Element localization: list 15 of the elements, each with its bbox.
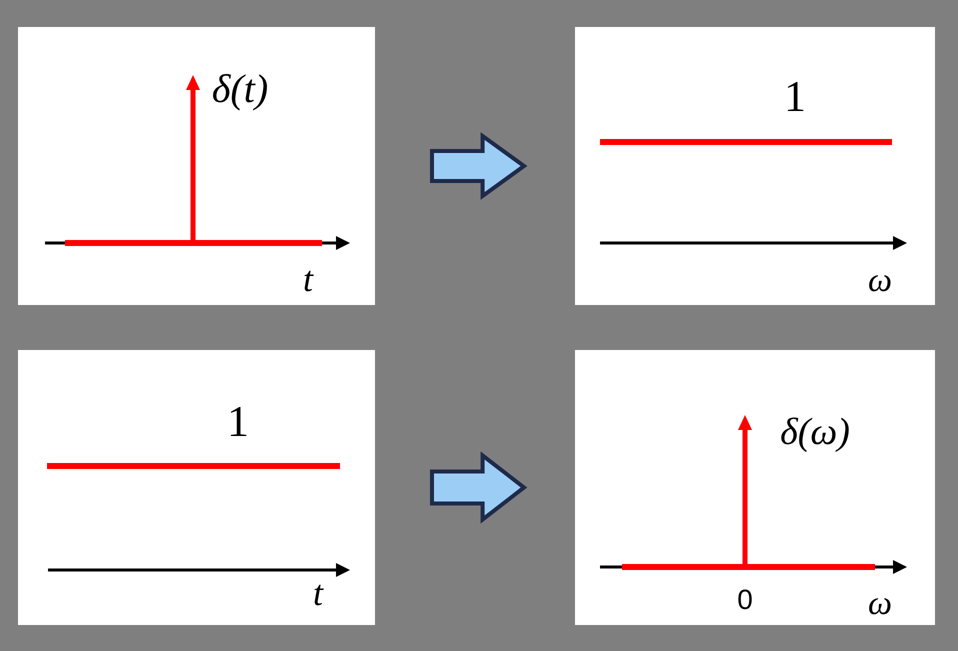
math-label: 0 — [737, 586, 753, 614]
math-label: δ(ω) — [780, 413, 850, 451]
plot-panel — [18, 27, 375, 305]
plot-panel — [575, 350, 935, 625]
math-label: δ(t) — [212, 69, 268, 109]
plot-panel — [575, 27, 935, 305]
math-label: ω — [868, 587, 892, 621]
math-label: 1 — [784, 75, 806, 119]
math-label: t — [313, 575, 323, 611]
block-arrow — [430, 132, 528, 200]
math-label: t — [303, 261, 313, 297]
math-label: ω — [868, 264, 892, 298]
plot-panel — [18, 350, 375, 625]
block-arrow — [430, 451, 528, 524]
math-label: 1 — [227, 400, 249, 444]
